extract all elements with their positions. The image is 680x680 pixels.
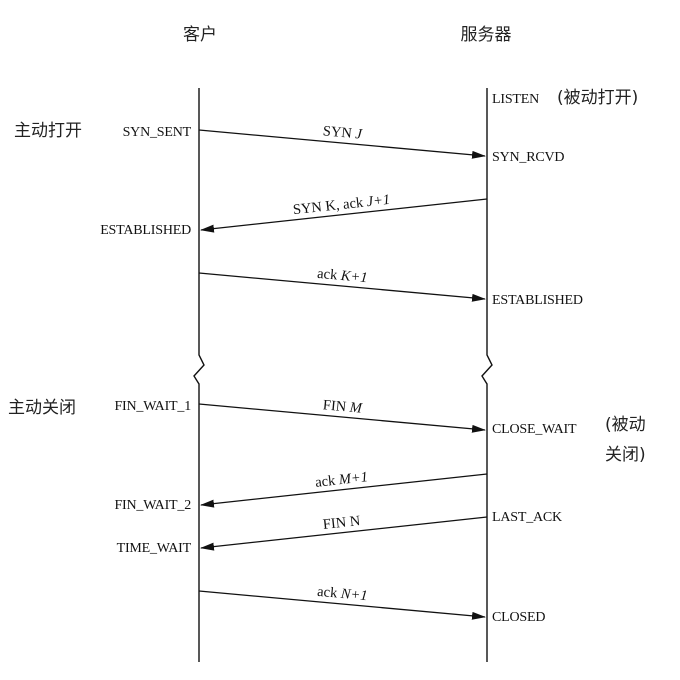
arrow-ack-n <box>198 590 486 620</box>
arrow-ack-m <box>200 473 488 508</box>
client-state-time-wait: TIME_WAIT <box>117 541 192 556</box>
client-state-established: ESTABLISHED <box>100 223 191 238</box>
client-state-syn-sent: SYN_SENT <box>123 125 192 140</box>
server-timeline <box>481 88 493 662</box>
server-state-syn-rcvd: SYN_RCVD <box>492 150 564 165</box>
msg-ack1: ack K+1 <box>317 266 369 287</box>
arrow-syn-ack <box>200 198 488 233</box>
server-state-closed: CLOSED <box>492 610 545 625</box>
arrow-syn <box>198 129 486 159</box>
server-state-established: ESTABLISHED <box>492 293 583 308</box>
msg-syn-ack: SYN K, ack J+1 <box>292 192 391 218</box>
server-header: 服务器 <box>461 25 512 45</box>
active-close-note: 主动关闭 <box>8 398 76 418</box>
client-timeline <box>193 88 205 662</box>
msg-ack-m: ack M+1 <box>314 469 368 491</box>
passive-open-note: (被动打开) <box>557 88 638 108</box>
msg-ack-n: ack N+1 <box>317 584 369 605</box>
arrow-fin-m <box>198 403 486 433</box>
server-state-listen: LISTEN <box>492 92 539 107</box>
passive-close-note-line2: 关闭) <box>605 445 646 465</box>
client-state-fin-wait-1: FIN_WAIT_1 <box>114 399 191 414</box>
msg-syn: SYN J <box>322 123 363 143</box>
server-state-close-wait: CLOSE_WAIT <box>492 422 577 437</box>
client-state-fin-wait-2: FIN_WAIT_2 <box>114 498 191 513</box>
msg-fin-m: FIN M <box>322 397 363 417</box>
active-open-note: 主动打开 <box>14 121 82 141</box>
server-state-last-ack: LAST_ACK <box>492 510 562 525</box>
arrow-ack1 <box>198 272 486 302</box>
client-header: 客户 <box>183 25 217 45</box>
passive-close-note-line1: (被动 <box>605 415 646 435</box>
msg-fin-n: FIN N <box>322 513 361 533</box>
arrow-fin-n <box>200 516 488 551</box>
